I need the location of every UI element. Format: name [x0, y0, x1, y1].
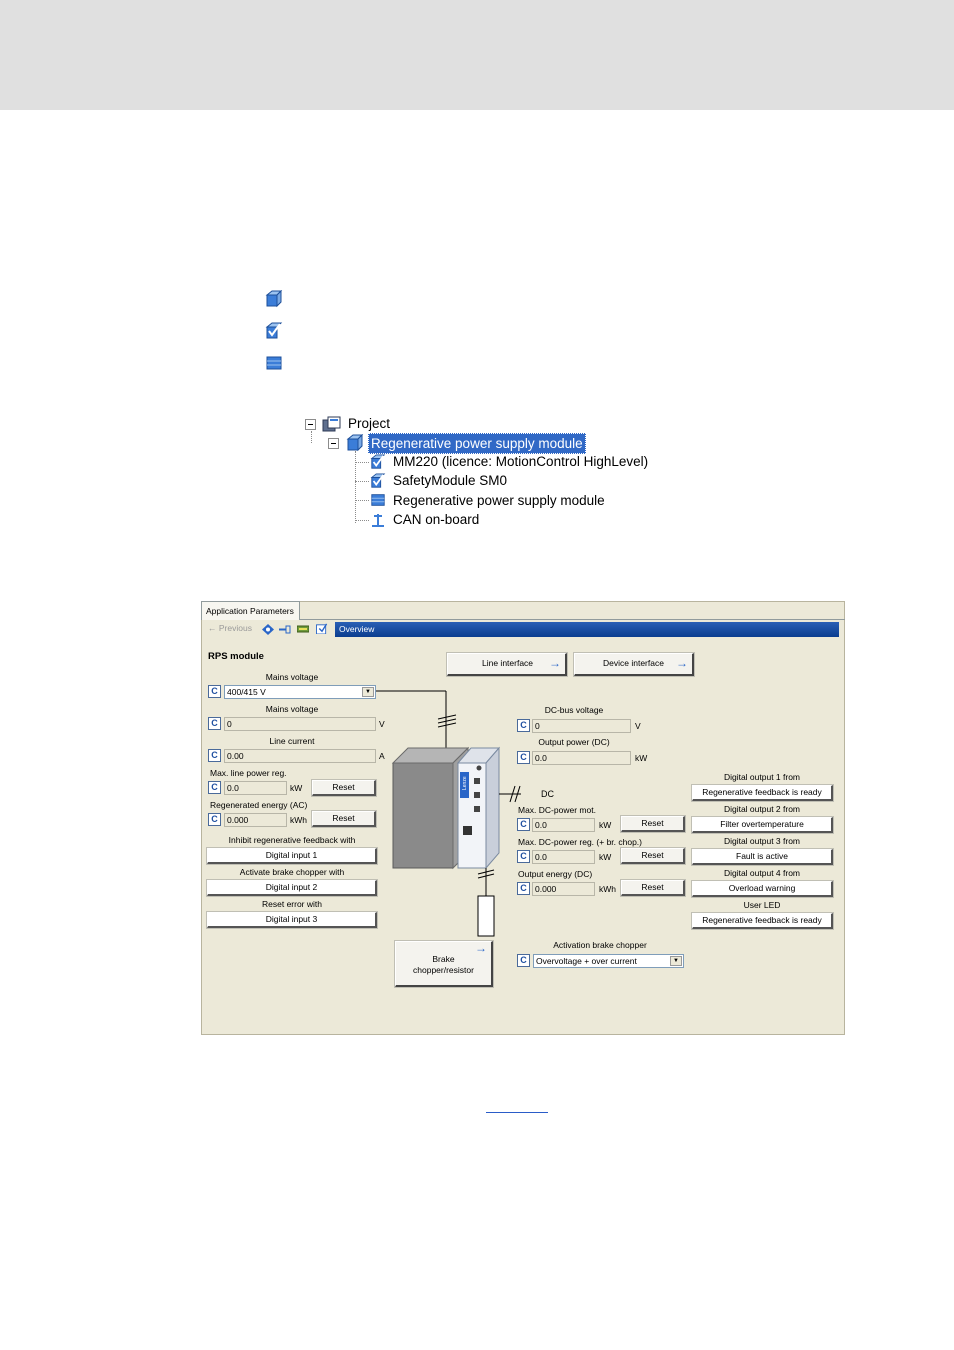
output-power-label: Output power (DC): [538, 737, 610, 747]
c-button[interactable]: C: [517, 954, 530, 967]
reset-button[interactable]: Reset: [621, 880, 685, 896]
output-power-field: 0.0: [532, 751, 631, 765]
device-check-icon: [265, 322, 283, 339]
digital-output-4-select[interactable]: Overload warning: [692, 881, 833, 897]
arrow-right-icon: →: [549, 656, 561, 670]
overview-title-bar: Overview: [335, 622, 839, 637]
digital-output-2-select[interactable]: Filter overtemperature: [692, 817, 833, 833]
c-button[interactable]: C: [208, 781, 221, 794]
digital-output-3-label: Digital output 3 from: [723, 836, 801, 846]
module-expander[interactable]: [328, 438, 339, 449]
unit-label: kW: [599, 820, 612, 830]
device-interface-button[interactable]: Device interface →: [574, 653, 694, 676]
navigate-icon[interactable]: [262, 624, 274, 635]
header-band: [0, 0, 954, 110]
line-current-label: Line current: [269, 736, 315, 746]
user-led-label: User LED: [743, 900, 781, 910]
digital-output-2-label: Digital output 2 from: [723, 804, 801, 814]
c-button[interactable]: C: [517, 719, 530, 732]
user-led-select[interactable]: Regenerative feedback is ready: [692, 913, 833, 929]
parameter-icon[interactable]: [297, 624, 309, 635]
reset-button[interactable]: Reset: [621, 848, 685, 864]
project-tree: Project Regenerative power supply module…: [300, 412, 700, 537]
reset-button[interactable]: Reset: [621, 816, 685, 832]
c-button[interactable]: C: [208, 749, 221, 762]
max-dc-mot-field: 0.0: [532, 818, 595, 832]
brake-activate-select[interactable]: Digital input 2: [207, 880, 377, 896]
device-check-icon: [370, 473, 386, 488]
section-title: RPS module: [208, 651, 264, 662]
reset-error-select[interactable]: Digital input 3: [207, 912, 377, 928]
mains-voltage-label: Mains voltage: [265, 672, 319, 682]
connect-icon[interactable]: [279, 624, 291, 635]
arrow-right-icon: →: [475, 941, 487, 955]
line-interface-button[interactable]: Line interface →: [447, 653, 567, 676]
device-diagram: [376, 690, 521, 937]
previous-button[interactable]: ← Previous: [208, 623, 252, 633]
arrow-left-icon: ←: [208, 623, 217, 633]
device-brand: Lenze: [462, 776, 468, 790]
unit-label: A: [379, 751, 385, 761]
chevron-down-icon[interactable]: ▼: [362, 687, 374, 697]
activation-brake-label: Activation brake chopper: [553, 940, 647, 950]
footer-link[interactable]: [486, 1111, 548, 1113]
unit-label: kWh: [290, 815, 307, 825]
supply-module-icon: [371, 494, 385, 506]
digital-output-4-label: Digital output 4 from: [723, 868, 801, 878]
module-folder-icon: [265, 290, 283, 308]
brake-chopper-button[interactable]: → Brake chopper/resistor: [395, 941, 493, 987]
c-button[interactable]: C: [517, 882, 530, 895]
max-dc-mot-label: Max. DC-power mot.: [518, 805, 596, 815]
help-icon[interactable]: [316, 623, 328, 634]
activation-brake-select[interactable]: Overvoltage + over current ▼: [533, 954, 684, 968]
module-folder-icon: [346, 434, 364, 452]
chevron-down-icon[interactable]: ▼: [670, 956, 682, 966]
output-energy-field: 0.000: [532, 882, 595, 896]
max-dc-reg-label: Max. DC-power reg. (+ br. chop.): [518, 837, 643, 847]
unit-label: V: [379, 719, 385, 729]
reset-button[interactable]: Reset: [312, 811, 376, 827]
unit-label: kW: [599, 852, 612, 862]
mains-voltage-label: Mains voltage: [265, 704, 319, 714]
unit-label: kWh: [599, 884, 616, 894]
unit-label: kW: [290, 783, 303, 793]
c-button[interactable]: C: [517, 818, 530, 831]
digital-output-3-select[interactable]: Fault is active: [692, 849, 833, 865]
inhibit-select[interactable]: Digital input 1: [207, 848, 377, 864]
brake-activate-label: Activate brake chopper with: [239, 867, 345, 877]
dc-label: DC: [541, 789, 554, 799]
unit-label: kW: [635, 753, 648, 763]
regen-energy-field: 0.000: [224, 813, 287, 827]
c-button[interactable]: C: [208, 813, 221, 826]
mains-voltage-field: 0: [224, 717, 376, 731]
dc-bus-field: 0: [532, 719, 631, 733]
device-check-icon: [370, 454, 386, 469]
reset-button[interactable]: Reset: [312, 780, 376, 796]
c-button[interactable]: C: [208, 685, 221, 698]
digital-output-1-select[interactable]: Regenerative feedback is ready: [692, 785, 833, 801]
regen-energy-label: Regenerated energy (AC): [210, 800, 308, 810]
unit-label: V: [635, 721, 641, 731]
c-button[interactable]: C: [208, 717, 221, 730]
project-expander[interactable]: [305, 419, 316, 430]
supply-module-icon: [266, 356, 282, 370]
dc-bus-label: DC-bus voltage: [544, 705, 604, 715]
mains-voltage-select[interactable]: 400/415 V ▼: [224, 685, 376, 699]
arrow-right-icon: →: [676, 656, 688, 670]
line-current-field: 0.00: [224, 749, 376, 763]
reset-error-label: Reset error with: [262, 899, 322, 909]
output-energy-label: Output energy (DC): [518, 869, 593, 879]
max-dc-reg-field: 0.0: [532, 850, 595, 864]
max-line-power-field: 0.0: [224, 781, 287, 795]
digital-output-1-label: Digital output 1 from: [723, 772, 801, 782]
c-button[interactable]: C: [517, 751, 530, 764]
project-folder-icon: [322, 416, 341, 432]
tab-application-parameters[interactable]: Application Parameters: [201, 601, 300, 620]
inhibit-label: Inhibit regenerative feedback with: [228, 835, 356, 845]
application-body: [201, 619, 845, 1035]
can-bus-icon: [372, 514, 384, 527]
max-line-power-label: Max. line power reg.: [210, 768, 287, 778]
c-button[interactable]: C: [517, 850, 530, 863]
